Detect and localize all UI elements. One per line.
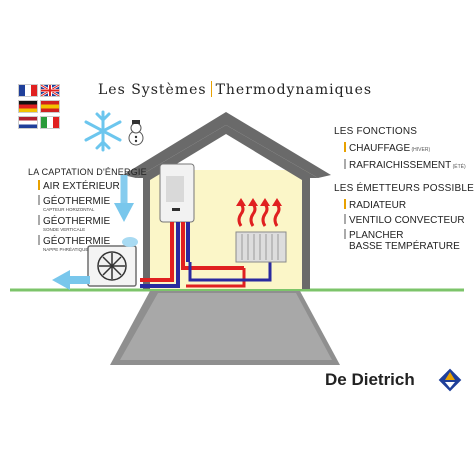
heat-arrow-heads [236, 198, 282, 206]
title-part-1: Les Systèmes [98, 82, 207, 98]
capture-item: Air extérieur [38, 180, 140, 192]
item-marker [344, 199, 346, 209]
title-separator [210, 81, 212, 97]
flag-germany-icon[interactable] [18, 100, 38, 113]
emitter-item-label: Ventilo convecteur [349, 215, 465, 226]
hot-pipe-1 [140, 222, 174, 282]
energy-capture-list: Air extérieurGéothermiecapteur horizonta… [38, 180, 140, 252]
emitter-item: Ventilo convecteur [344, 214, 469, 226]
emitters-title: Les émetteurs possibles [334, 183, 474, 194]
function-item-label: Rafraichissement [349, 160, 452, 171]
function-item-label: Chauffage [349, 143, 411, 154]
cold-air-arrow-left [52, 270, 70, 290]
capture-item: Géothermienappe phréatique [38, 235, 140, 252]
function-item-note: (été) [451, 164, 466, 170]
item-marker [344, 159, 346, 169]
emitters-section: Les émetteurs possibles RadiateurVentilo… [334, 183, 474, 255]
cold-air-cloud [122, 237, 138, 247]
item-marker [38, 215, 40, 225]
capture-item-label: Géothermie [43, 216, 111, 227]
item-marker [38, 235, 40, 245]
item-marker [344, 229, 346, 239]
emitter-item-label-line2: basse température [349, 241, 460, 252]
brand-name: De Dietrich [325, 370, 415, 389]
indoor-unit-panel [166, 176, 184, 202]
energy-capture-section: La captation d'énergie Air extérieurGéot… [28, 167, 147, 255]
diagram-title: Les Systèmes Thermodynamiques [98, 81, 372, 98]
item-marker [38, 195, 40, 205]
item-marker [38, 180, 40, 190]
hot-pipe-3 [186, 268, 246, 288]
title-part-2: Thermodynamiques [215, 82, 373, 98]
flag-italy-icon[interactable] [40, 116, 60, 129]
emitters-list: RadiateurVentilo convecteurPlancherbasse… [344, 199, 469, 252]
functions-title: Les fonctions [334, 126, 418, 137]
capture-item-sub: capteur horizontal [43, 207, 95, 212]
flag-uk-icon[interactable] [40, 84, 60, 97]
capture-item-label: Géothermie [43, 236, 111, 247]
flag-spain-icon[interactable] [40, 100, 60, 113]
functions-section: Les fonctions Chauffage (hiver) Rafraichi… [334, 126, 469, 176]
emitter-item-label: Plancher [349, 230, 404, 241]
cold-pipe-3 [188, 262, 272, 282]
indoor-unit-display [172, 208, 180, 211]
emitter-item-label: Radiateur [349, 200, 407, 211]
emitter-item: Plancherbasse température [344, 229, 469, 252]
flag-france-icon[interactable] [18, 84, 38, 97]
house-roof [123, 112, 331, 178]
function-item: Chauffage (hiver) [344, 142, 469, 156]
heat-arrows [237, 203, 281, 227]
flag-netherlands-icon[interactable] [18, 116, 38, 129]
cold-air-arrow-down [114, 203, 134, 222]
floor-slab-inner [120, 293, 332, 360]
capture-item-sub: sonde verticale [43, 227, 86, 232]
capture-item-sub: nappe phréatique [43, 247, 89, 252]
capture-item: Géothermiesonde verticale [38, 215, 140, 232]
item-marker [344, 142, 346, 152]
capture-item-label: Air extérieur [43, 181, 120, 192]
brand-logo-mark [438, 368, 462, 392]
capture-item-label: Géothermie [43, 196, 111, 207]
capture-item: Géothermiecapteur horizontal [38, 195, 140, 212]
function-item: Rafraichissement (été) [344, 159, 469, 173]
hot-pipe-2 [181, 222, 244, 270]
snowman-icon [128, 120, 144, 146]
emitter-item: Radiateur [344, 199, 469, 211]
function-item-note: (hiver) [410, 147, 431, 153]
energy-capture-title: La captation d'énergie [28, 167, 147, 177]
cold-pipe-1 [140, 222, 180, 288]
snowflake-icon [84, 110, 122, 152]
functions-list: Chauffage (hiver) Rafraichissement (été) [344, 142, 469, 173]
item-marker [344, 214, 346, 224]
